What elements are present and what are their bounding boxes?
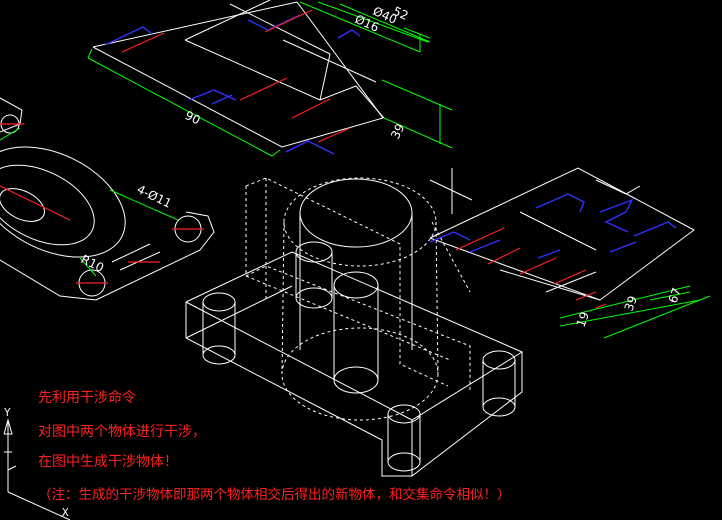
plan-view-drawing [0, 97, 215, 301]
top-view-dimension-lines [87, 1, 453, 157]
dim-19: 19 [574, 310, 592, 329]
solid-model-base[interactable] [185, 178, 524, 477]
instruction-line-1: 先利用干涉命令 [38, 390, 136, 406]
side-view-dimension-lines [559, 285, 711, 339]
instruction-line-4: （注：生成的干涉物体即那两个物体相交后得出的新物体，和交集命令相似！） [38, 487, 511, 503]
top-view-drawing [92, 0, 385, 148]
plan-view-center-lines [0, 123, 204, 284]
top-view-center-lines [121, 9, 351, 143]
instruction-line-2: 对图中两个物体进行干涉， [38, 424, 206, 440]
plan-view-dimension-lines [0, 127, 179, 277]
side-view-drawing [429, 167, 695, 301]
instruction-line-3: 在图中生成干涉物体！ [38, 454, 178, 470]
dim-39-top: 39 [388, 121, 407, 141]
ucs-x-label: X [62, 506, 69, 519]
dim-4-holes: 4-Ø11 [135, 182, 174, 211]
side-view-center-lines [455, 227, 607, 309]
ucs-y-label: Y [4, 406, 11, 419]
dim-39-side: 39 [622, 294, 640, 313]
dim-90: 90 [183, 108, 203, 127]
solid-model-hidden-box[interactable] [245, 177, 471, 421]
dim-52: 52 [391, 4, 411, 23]
side-view-hidden-lines [429, 193, 677, 259]
dim-67: 67 [666, 286, 684, 305]
ucs-axis-icon [3, 418, 71, 520]
crosshair-cursor [429, 168, 473, 214]
